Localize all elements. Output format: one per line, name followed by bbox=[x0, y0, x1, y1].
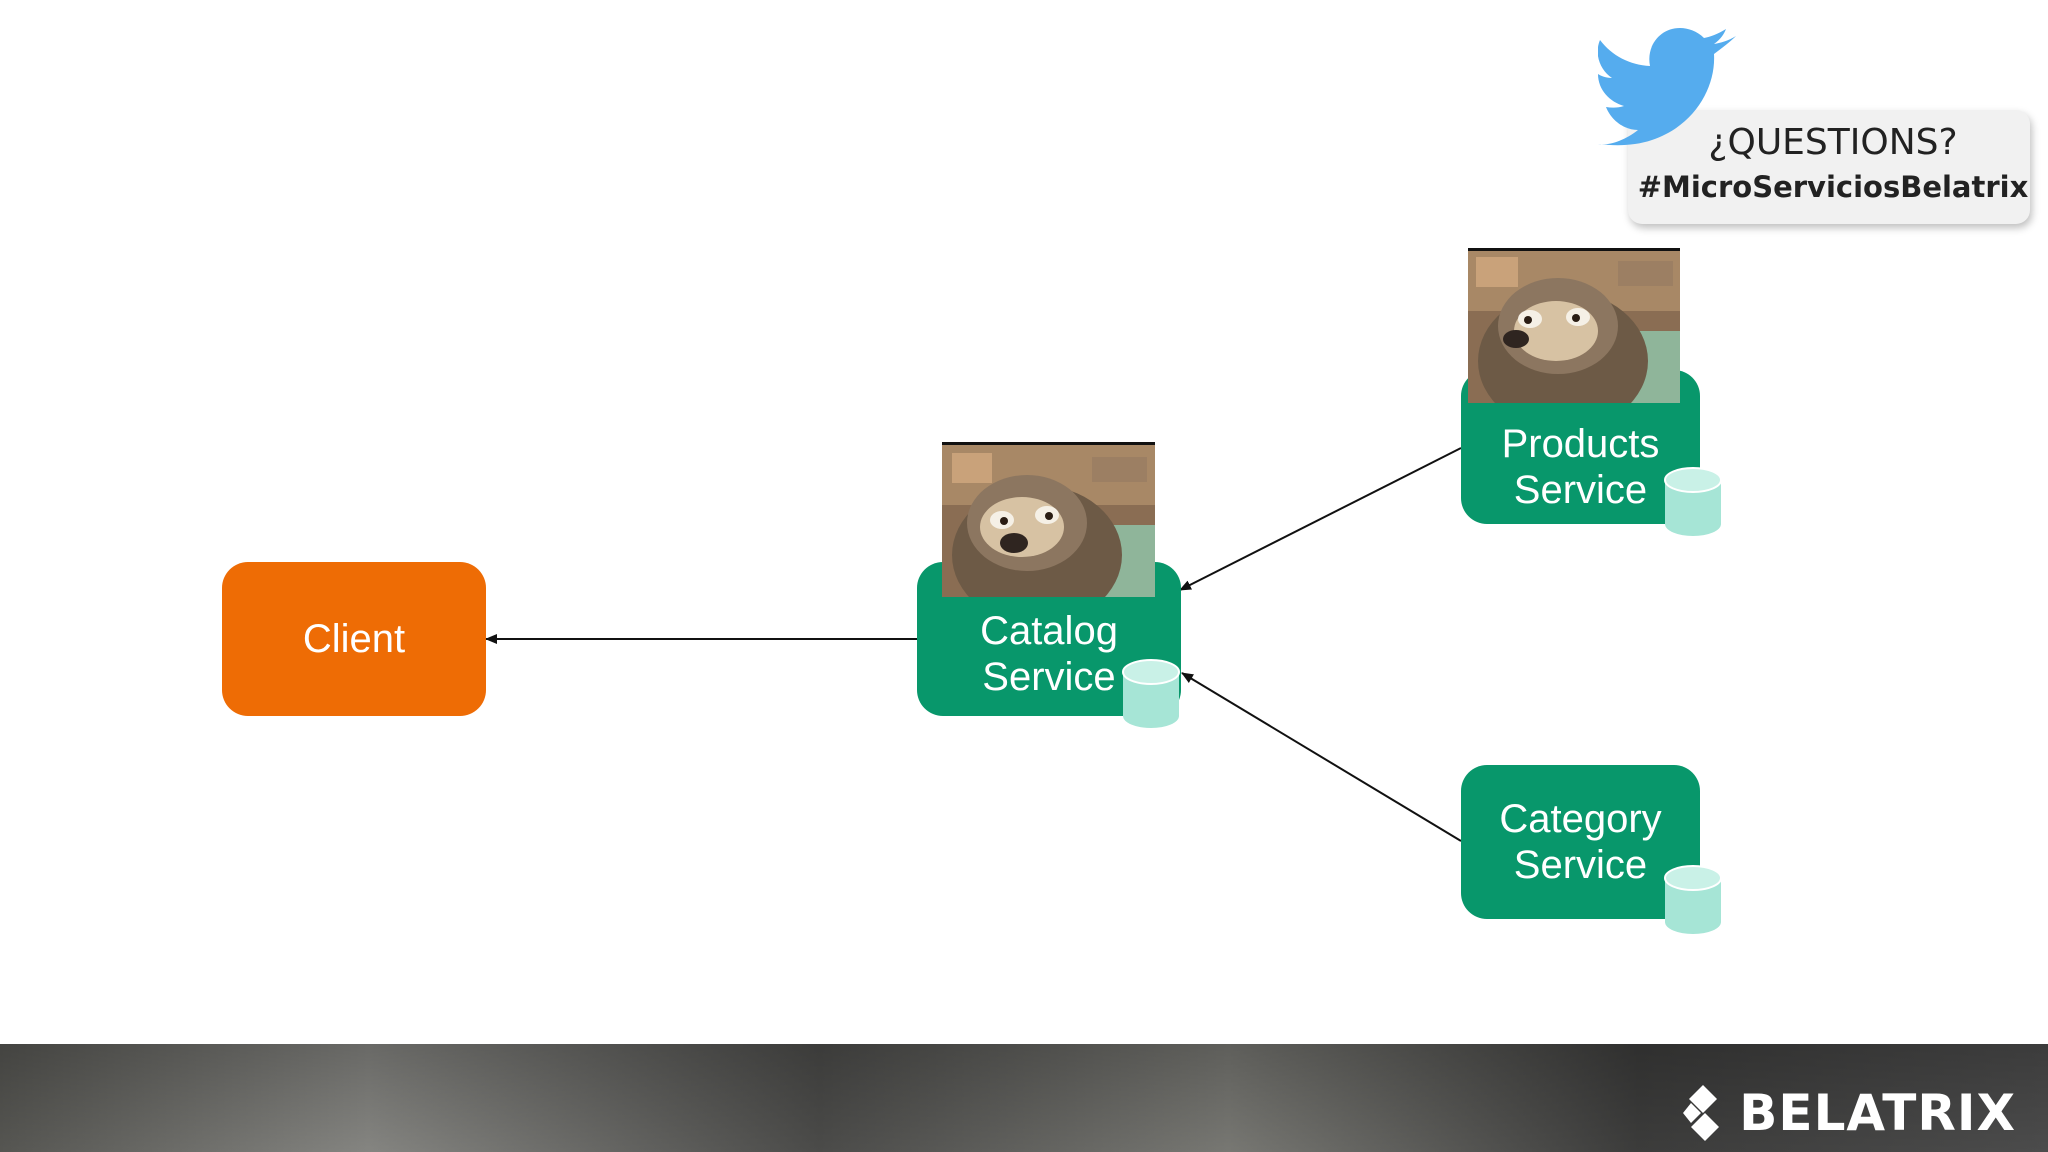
catalog-sloth-image bbox=[942, 442, 1155, 597]
products-sloth-image bbox=[1468, 248, 1680, 403]
twitter-bird-icon bbox=[1598, 28, 1736, 146]
catalog-label-line1: Catalog bbox=[980, 609, 1118, 653]
questions-text: ¿QUESTIONS? bbox=[1708, 122, 1958, 163]
products-label-line1: Products bbox=[1501, 422, 1660, 466]
edge-category-to-catalog bbox=[1181, 672, 1462, 842]
brand-name: BELATRIX bbox=[1739, 1084, 2016, 1142]
footer-bar: BELATRIX bbox=[0, 1044, 2048, 1152]
belatrix-diamond-icon bbox=[1683, 1085, 1720, 1141]
hashtag-text: #MicroServiciosBelatrix bbox=[1637, 170, 2029, 204]
category-service-node: Category Service bbox=[1461, 765, 1700, 919]
products-database-icon bbox=[1664, 467, 1722, 536]
client-node: Client bbox=[222, 562, 486, 716]
category-label-line1: Category bbox=[1499, 797, 1662, 841]
catalog-label-line2: Service bbox=[982, 655, 1116, 699]
questions-card bbox=[1628, 110, 2030, 224]
category-label-line2: Service bbox=[1513, 843, 1648, 887]
products-label-line2: Service bbox=[1513, 468, 1648, 512]
client-label: Client bbox=[302, 617, 406, 661]
catalog-database-icon bbox=[1122, 659, 1180, 728]
category-database-icon bbox=[1664, 865, 1722, 934]
edge-products-to-catalog bbox=[1179, 447, 1462, 591]
brand-logo: BELATRIX bbox=[1683, 1084, 2016, 1142]
